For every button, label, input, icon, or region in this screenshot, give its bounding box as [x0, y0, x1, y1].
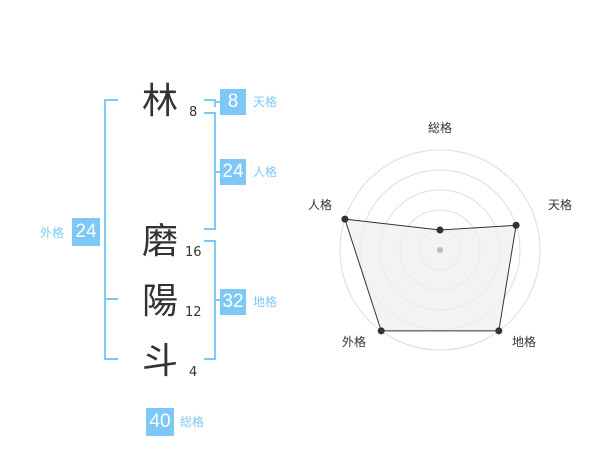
radar-center-dot [437, 247, 443, 253]
radar-point-5 [341, 215, 349, 223]
radar-area [344, 218, 517, 332]
tenkaku-value: 8 [220, 89, 246, 115]
gaikaku-mid-tick [104, 298, 118, 300]
stroke-count-4: 4 [189, 365, 198, 380]
jinkaku-tick [214, 171, 220, 173]
tenkaku-label: 天格 [253, 95, 278, 109]
radar-point-4 [377, 327, 385, 335]
radar-axis-label-5: 人格 [308, 197, 332, 212]
soukaku-label: 総格 [180, 415, 205, 429]
name-char-4: 斗 [142, 341, 179, 382]
jinkaku-label: 人格 [253, 165, 278, 179]
tenkaku-tick [214, 101, 220, 103]
radar-axis-label-2: 天格 [548, 197, 572, 212]
name-char-3: 陽 [142, 281, 179, 322]
name-char-1: 林 [142, 81, 179, 122]
name-char-2: 磨 [142, 221, 179, 262]
chikaku-tick [214, 299, 220, 301]
radar-point-3 [495, 327, 503, 335]
stroke-count-3: 12 [185, 305, 202, 320]
stroke-count-2: 16 [185, 245, 202, 260]
radar-axis-label-1: 総格 [428, 120, 452, 135]
tenkaku-bracket [204, 99, 216, 107]
jinkaku-value: 24 [220, 159, 246, 185]
chikaku-label: 地格 [253, 295, 278, 309]
gaikaku-value: 24 [72, 218, 100, 246]
radar-axis-label-4: 外格 [342, 334, 366, 349]
stroke-count-1: 8 [189, 105, 198, 120]
radar-axis-label-3: 地格 [512, 334, 536, 349]
soukaku-value: 40 [146, 408, 174, 436]
radar-grid-ring [339, 149, 541, 351]
gaikaku-bracket [104, 99, 118, 360]
gaikaku-label: 外格 [40, 226, 65, 240]
chikaku-value: 32 [220, 289, 246, 315]
radar-point-1 [436, 226, 444, 234]
radar-point-2 [512, 221, 520, 229]
